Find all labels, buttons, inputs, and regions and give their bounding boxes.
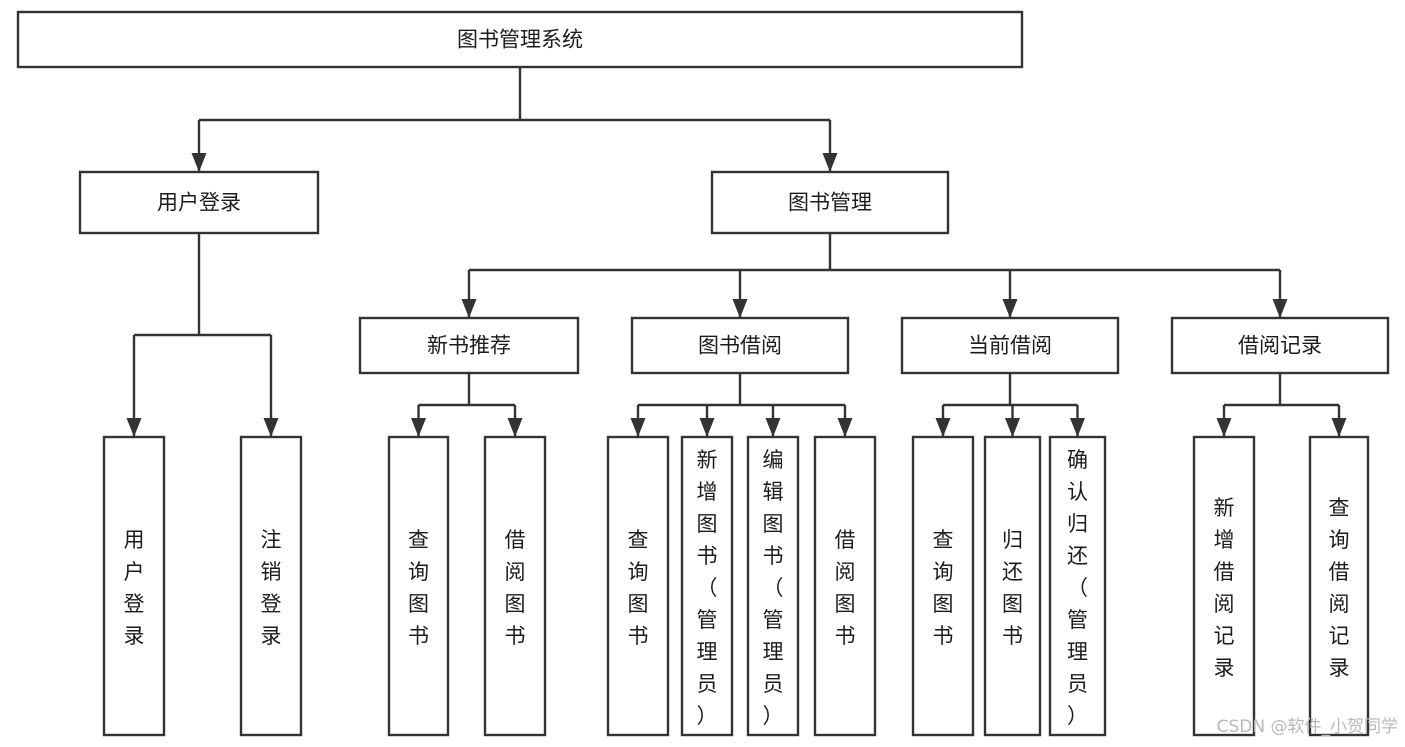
arrow-head-borrow-record <box>1272 299 1288 318</box>
node-box-leaf-borrow-book-1[interactable] <box>483 435 547 737</box>
node-label-borrow-record: 借阅记录 <box>1238 334 1322 358</box>
arrow-head-user-login <box>191 153 207 172</box>
node-leaf-leaf-add-book[interactable]: 新增图书（管理员） <box>680 435 734 737</box>
node-box-current-borrow[interactable] <box>900 316 1120 375</box>
node-submodule-borrow-record[interactable]: 借阅记录 <box>1170 316 1390 375</box>
node-box-leaf-query-book-2[interactable] <box>606 435 670 737</box>
node-box-leaf-borrow-book-2[interactable] <box>813 435 877 737</box>
node-box-leaf-add-record[interactable] <box>1192 435 1256 737</box>
csdn-watermark: CSDN @软件_小贺同学 <box>1217 717 1398 737</box>
node-label-leaf-user-login: 用户登录 <box>124 528 145 648</box>
node-label-leaf-query-book-3: 查询图书 <box>933 528 954 648</box>
node-label-book-borrow: 图书借阅 <box>698 334 782 358</box>
node-box-leaf-user-login[interactable] <box>102 435 166 737</box>
node-label-leaf-return-book: 归还图书 <box>1002 528 1023 648</box>
node-leaf-leaf-query-book-1[interactable]: 查询图书 <box>387 435 450 737</box>
node-box-borrow-record[interactable] <box>1170 316 1390 375</box>
arrow-head-current-borrow <box>1002 299 1018 318</box>
node-label-leaf-add-book: 新增图书（管理员） <box>697 448 718 728</box>
node-leaf-leaf-add-record[interactable]: 新增借阅记录 <box>1192 435 1256 737</box>
node-label-leaf-query-book-1: 查询图书 <box>408 528 429 648</box>
node-box-book-manage[interactable] <box>710 170 950 235</box>
node-label-leaf-query-book-2: 查询图书 <box>628 528 649 648</box>
arrow-head-leaf-query-book-3 <box>935 418 951 437</box>
node-leaf-leaf-user-logout[interactable]: 注销登录 <box>239 435 303 737</box>
arrow-head-leaf-borrow-book-2 <box>837 418 853 437</box>
node-label-user-login: 用户登录 <box>157 191 241 215</box>
node-box-leaf-return-book[interactable] <box>983 435 1042 737</box>
node-label-leaf-user-logout: 注销登录 <box>261 528 282 648</box>
node-root-system[interactable]: 图书管理系统 <box>16 10 1024 69</box>
node-label-root: 图书管理系统 <box>457 28 583 52</box>
arrow-head-leaf-query-book-1 <box>411 418 426 437</box>
arrow-head-leaf-edit-book <box>765 418 781 437</box>
node-module-book-manage[interactable]: 图书管理 <box>710 170 950 235</box>
node-label-leaf-query-record: 查询借阅记录 <box>1329 496 1350 680</box>
node-box-user-login[interactable] <box>78 170 320 235</box>
node-module-user-login[interactable]: 用户登录 <box>78 170 320 235</box>
arrow-head-book-borrow <box>732 299 748 318</box>
node-label-leaf-confirm-return: 确认归还（管理员） <box>1067 448 1088 728</box>
node-label-leaf-borrow-book-1: 借阅图书 <box>505 528 526 648</box>
arrow-head-leaf-confirm-return <box>1070 418 1085 437</box>
node-submodule-current-borrow[interactable]: 当前借阅 <box>900 316 1120 375</box>
node-label-book-manage: 图书管理 <box>788 191 872 215</box>
arrow-head-leaf-query-record <box>1331 418 1347 437</box>
node-leaf-leaf-query-book-3[interactable]: 查询图书 <box>911 435 975 737</box>
node-label-leaf-borrow-book-2: 借阅图书 <box>835 528 856 648</box>
arrow-head-new-book-rec <box>461 299 477 318</box>
connector-layer <box>126 67 1347 437</box>
node-leaf-leaf-confirm-return[interactable]: 确认归还（管理员） <box>1048 435 1107 737</box>
arrow-head-leaf-add-book <box>699 418 715 437</box>
node-leaf-leaf-borrow-book-2[interactable]: 借阅图书 <box>813 435 877 737</box>
node-leaf-leaf-query-record[interactable]: 查询借阅记录 <box>1308 435 1370 737</box>
node-box-leaf-add-book[interactable] <box>680 435 734 737</box>
node-label-leaf-edit-book: 编辑图书（管理员） <box>763 448 784 728</box>
arrow-head-book-manage <box>822 153 838 172</box>
node-box-leaf-query-book-1[interactable] <box>387 435 450 737</box>
node-box-leaf-user-logout[interactable] <box>239 435 303 737</box>
arrow-head-leaf-borrow-book-1 <box>507 418 523 437</box>
node-leaf-leaf-user-login[interactable]: 用户登录 <box>102 435 166 737</box>
arrow-head-leaf-add-record <box>1216 418 1232 437</box>
node-leaf-leaf-return-book[interactable]: 归还图书 <box>983 435 1042 737</box>
node-label-current-borrow: 当前借阅 <box>968 334 1052 358</box>
node-leaf-leaf-edit-book[interactable]: 编辑图书（管理员） <box>746 435 800 737</box>
node-box-leaf-confirm-return[interactable] <box>1048 435 1107 737</box>
arrow-head-leaf-query-book-2 <box>630 418 646 437</box>
node-label-leaf-add-record: 新增借阅记录 <box>1214 496 1235 680</box>
arrow-head-leaf-return-book <box>1005 418 1020 437</box>
node-leaf-leaf-borrow-book-1[interactable]: 借阅图书 <box>483 435 547 737</box>
node-submodule-new-book-rec[interactable]: 新书推荐 <box>358 316 580 375</box>
arrow-head-leaf-user-logout <box>263 418 279 437</box>
arrow-head-leaf-user-login <box>126 418 142 437</box>
node-leaf-leaf-query-book-2[interactable]: 查询图书 <box>606 435 670 737</box>
node-box-book-borrow[interactable] <box>630 316 850 375</box>
node-layer: 图书管理系统用户登录图书管理新书推荐图书借阅当前借阅借阅记录用户登录注销登录查询… <box>16 10 1390 737</box>
node-box-leaf-query-book-3[interactable] <box>911 435 975 737</box>
node-box-new-book-rec[interactable] <box>358 316 580 375</box>
node-submodule-book-borrow[interactable]: 图书借阅 <box>630 316 850 375</box>
node-label-new-book-rec: 新书推荐 <box>427 334 511 358</box>
node-box-leaf-edit-book[interactable] <box>746 435 800 737</box>
node-box-leaf-query-record[interactable] <box>1308 435 1370 737</box>
node-box-root[interactable] <box>16 10 1024 69</box>
